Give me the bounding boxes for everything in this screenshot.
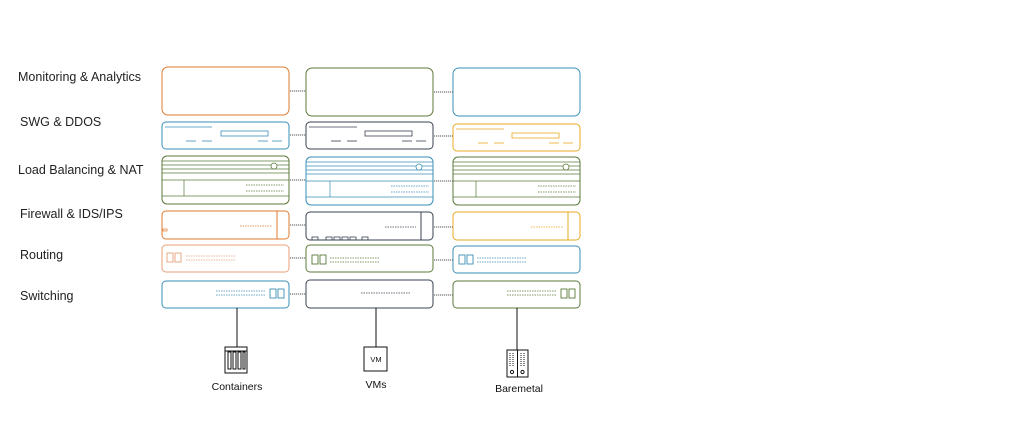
containers-icon <box>224 346 248 374</box>
firewall-box-containers <box>161 210 290 240</box>
firewall-box-vms <box>305 211 434 241</box>
lb-box-containers <box>161 155 290 205</box>
routing-box-containers <box>161 244 290 273</box>
vm-icon-text: VM <box>370 355 381 364</box>
layer-label-routing: Routing <box>20 248 63 262</box>
swg-box-vms <box>305 121 434 150</box>
vm-icon: VM <box>363 346 388 372</box>
firewall-box-baremetal <box>452 211 581 241</box>
routing-box-baremetal <box>452 245 581 274</box>
switching-box-vms <box>305 279 434 309</box>
platform-label-vms: VMs <box>366 379 387 391</box>
platform-label-baremetal: Baremetal <box>495 383 543 395</box>
layer-label-swg: SWG & DDOS <box>20 115 101 129</box>
lb-box-baremetal <box>452 156 581 206</box>
swg-box-baremetal <box>452 123 581 152</box>
monitoring-box-vms <box>305 67 434 117</box>
layer-label-switching: Switching <box>20 289 74 303</box>
layer-label-firewall: Firewall & IDS/IPS <box>20 207 123 221</box>
platform-label-containers: Containers <box>212 381 263 393</box>
column-connectors <box>290 90 453 296</box>
monitoring-box-containers <box>161 66 290 116</box>
switching-box-baremetal <box>452 280 581 309</box>
layer-label-lb: Load Balancing & NAT <box>18 163 144 177</box>
routing-box-vms <box>305 244 434 273</box>
lb-box-vms <box>305 156 434 206</box>
switching-box-containers <box>161 280 290 309</box>
swg-box-containers <box>161 121 290 150</box>
server-rack-icon <box>506 349 529 378</box>
layer-label-monitoring: Monitoring & Analytics <box>18 70 141 84</box>
monitoring-box-baremetal <box>452 67 581 117</box>
